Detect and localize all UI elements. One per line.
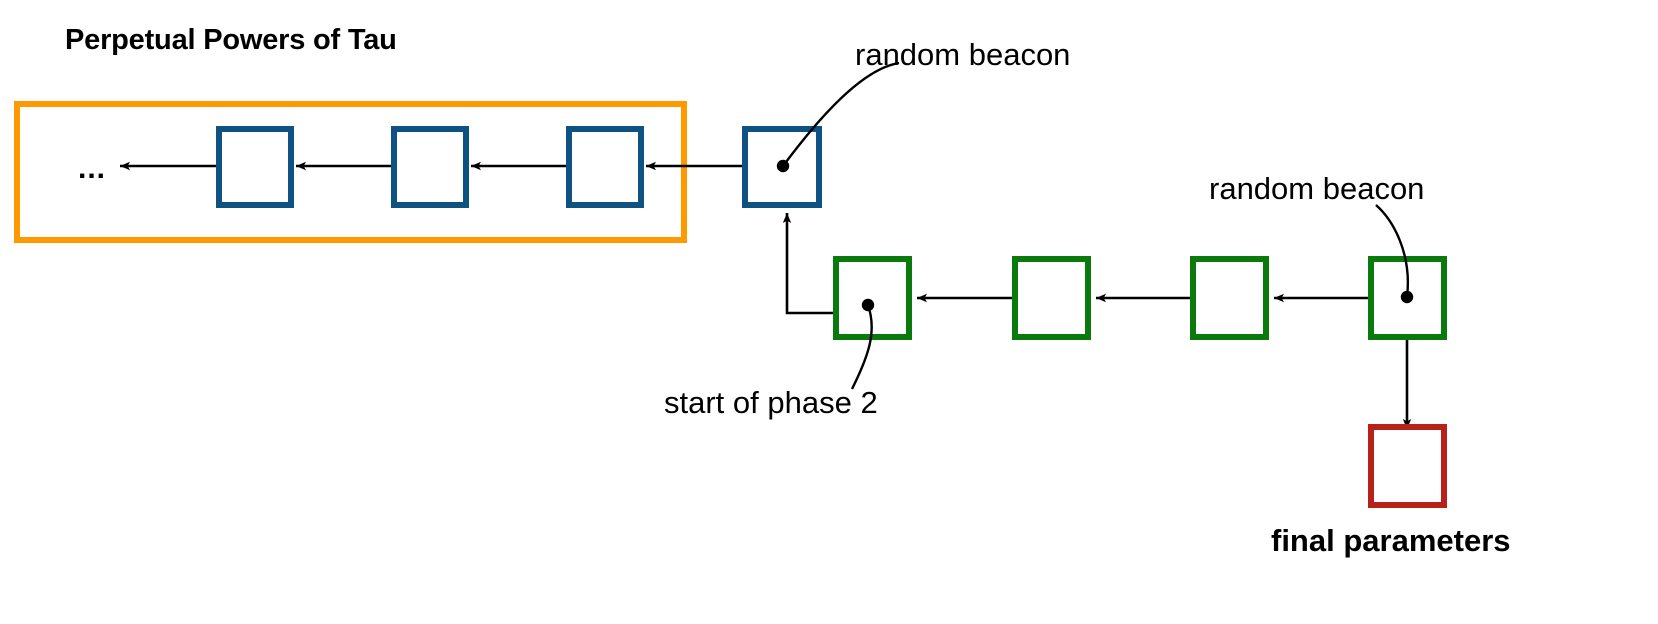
final-parameters-label: final parameters — [1271, 523, 1511, 558]
beacon-dot-phase1 — [776, 159, 790, 173]
callout-label-start-of-phase-2: start of phase 2 — [664, 385, 878, 420]
callout-leader-start-phase2 — [850, 304, 873, 390]
perpetual-powers-of-tau-group-outline — [14, 101, 687, 243]
callout-leader-beacon-phase2 — [1375, 204, 1410, 298]
phase1-box-3 — [566, 126, 644, 208]
phase2-box-3 — [1190, 256, 1269, 340]
page-title: Perpetual Powers of Tau — [65, 24, 397, 56]
phase2-box-2 — [1012, 256, 1091, 340]
arrow-phase2-start-to-phase1-beacon — [782, 213, 833, 315]
phase1-box-2 — [391, 126, 469, 208]
start-phase2-dot — [861, 298, 875, 312]
final-parameters-box — [1368, 424, 1447, 508]
callout-leader-beacon-phase1 — [782, 61, 900, 167]
beacon-dot-phase2 — [1400, 290, 1414, 304]
callout-label-random-beacon-phase1: random beacon — [855, 37, 1071, 72]
callout-label-random-beacon-phase2: random beacon — [1209, 171, 1425, 206]
ellipsis-label: ... — [78, 152, 107, 185]
phase1-box-1 — [216, 126, 294, 208]
